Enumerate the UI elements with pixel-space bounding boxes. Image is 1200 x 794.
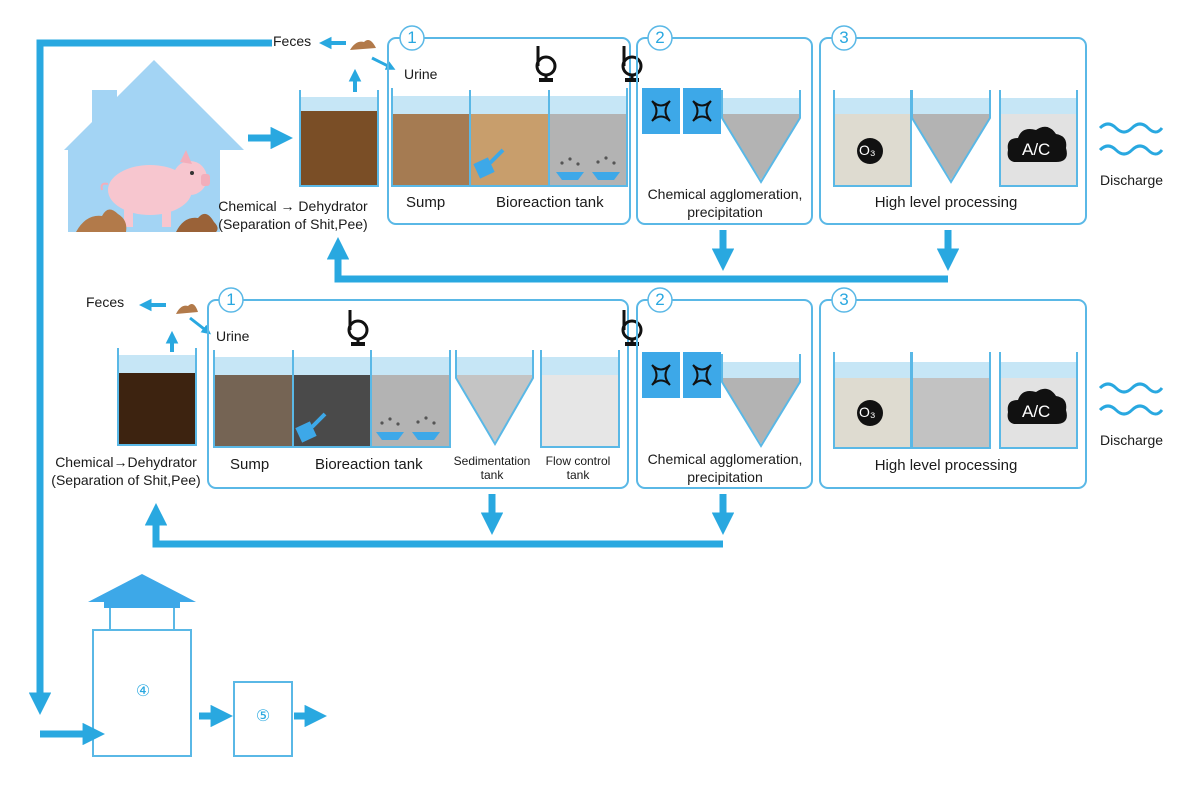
stage2-number-bottom: 2 [655,290,665,309]
flow-control-label-1: Flow control [545,454,611,468]
pump-icon [347,310,369,346]
stage3-box-top [819,37,1087,225]
carbon-label-bottom: A/C [1022,402,1051,421]
discharge-label-bottom: Discharge [1100,432,1164,448]
feces-label-bottom: Feces [86,294,125,310]
ozone-icon [857,400,883,426]
mixer-icon [473,148,505,179]
aerator-icon [376,416,440,440]
sedimentation-label-1: Sedimentation [453,454,531,468]
stage3-box-bottom [819,299,1087,489]
stage2-label-bottom-1: Chemical agglomeration, [647,451,803,467]
activated-carbon-icon [1007,126,1067,162]
sump-tank-bottom [214,375,293,447]
composting-facility-number: ④ [135,683,151,700]
dehydrator-tank-bottom [117,348,197,446]
sedimentation-tank [455,350,534,446]
feces-pile-icon [76,209,218,232]
fifth-facility-number: ⑤ [255,708,271,725]
bioreaction-label-top: Bioreaction tank [496,194,604,211]
dehydrator-label-top-1: Chemical → Dehydrator [218,198,368,214]
agglomeration-tank-bottom [642,352,801,448]
sedimentation-label-2: tank [480,468,504,482]
carbon-label-top: A/C [1022,140,1051,159]
urine-label-top: Urine [404,66,438,82]
sump-label-top: Sump [406,194,446,211]
discharge-wave-icon [1098,122,1164,156]
agglomeration-tank-top [642,88,801,184]
dehydrator-label-bottom-2: (Separation of Shit,Pee) [51,472,201,488]
stage3-number-top: 3 [839,28,849,47]
ozone-icon [857,138,883,164]
urine-label-bottom: Urine [216,328,250,344]
fifth-facility [233,681,293,757]
stage3-label-bottom: High level processing [874,457,1018,474]
flow-control-tank [540,350,620,448]
feces-icon [176,304,198,314]
stage2-label-top-1: Chemical agglomeration, [647,186,803,202]
activated-carbon-icon [1007,388,1067,424]
dehydrator-tank-top [299,90,379,187]
stage2-label-bottom-2: precipitation [687,469,763,485]
stage2-box-bottom [636,299,813,489]
pump-icon [535,46,557,82]
pump-icon [621,310,643,346]
stage1-box-top [387,37,631,225]
discharge-label-top: Discharge [1100,172,1164,188]
sump-label-bottom: Sump [230,456,270,473]
sump-tank-top [392,96,470,186]
stage1-number-top: 1 [407,28,417,47]
ozone-label-top: O₃ [859,142,876,158]
stage2-box-top [636,37,813,225]
flow-control-label-2: tank [566,468,590,482]
pump-icon [621,46,643,82]
ozone-label-bottom: O₃ [859,404,876,420]
pig-icon [100,150,210,227]
feces-label-top: Feces [273,33,312,49]
stage3-number-bottom: 3 [839,290,849,309]
stage2-number-top: 2 [655,28,665,47]
stage2-label-top-2: precipitation [687,204,763,220]
stage1-box-bottom [207,299,629,489]
dehydrator-label-top-2: (Separation of Shit,Pee) [218,216,368,232]
bioreaction-label-bottom: Bioreaction tank [315,456,423,473]
feces-icon [350,40,376,50]
composting-facility [88,574,196,757]
discharge-wave-icon [1098,382,1164,416]
aerator-icon [556,156,620,180]
stage3-label-top: High level processing [874,194,1018,211]
mixer-icon [295,412,327,443]
stage1-number-bottom: 1 [226,290,236,309]
dehydrator-label-bottom-1: Chemical→Dehydrator [55,454,197,470]
